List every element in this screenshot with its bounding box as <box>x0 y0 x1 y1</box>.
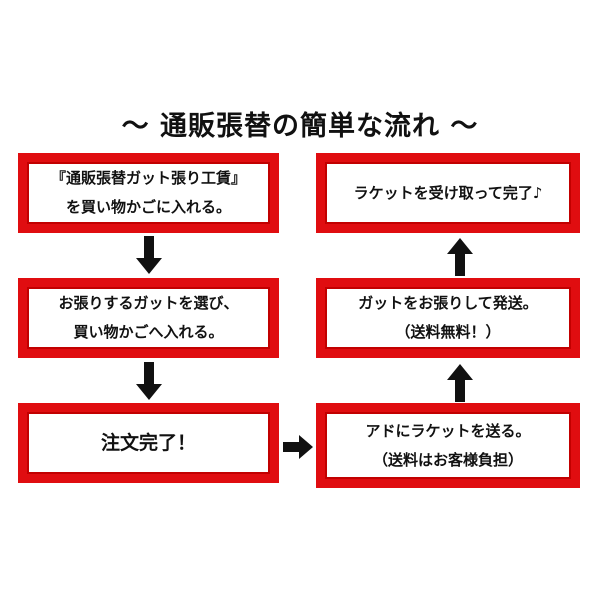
step-receive-racket: ラケットを受け取って完了♪ <box>316 153 580 233</box>
step-6-line-1: ラケットを受け取って完了♪ <box>353 183 543 202</box>
step-2-line-1: お張りするガットを選び、 <box>58 294 239 312</box>
step-1-line-1: 『通販張替ガット張り工賃』 <box>50 169 246 187</box>
arrow-right-icon <box>283 435 313 459</box>
step-string-and-ship: ガットをお張りして発送。 （送料無料！） <box>316 278 580 358</box>
arrow-down-icon <box>136 236 162 274</box>
step-3-line-1: 注文完了！ <box>100 431 196 454</box>
arrow-up-icon <box>447 238 473 276</box>
step-4-line-1: アドにラケットを送る。 <box>365 421 531 440</box>
arrow-down-icon <box>136 362 162 400</box>
step-send-racket: アドにラケットを送る。 （送料はお客様負担） <box>316 403 580 488</box>
step-order-complete: 注文完了！ <box>18 403 279 483</box>
step-1-line-2: を買い物かごに入れる。 <box>65 198 231 216</box>
step-add-service-to-cart: 『通販張替ガット張り工賃』 を買い物かごに入れる。 <box>18 153 279 233</box>
arrow-up-icon <box>447 364 473 402</box>
step-2-line-2: 買い物かごへ入れる。 <box>73 323 224 341</box>
step-5-line-1: ガットをお張りして発送。 <box>358 294 538 312</box>
step-5-line-2: （送料無料！） <box>395 323 501 341</box>
step-4-line-2: （送料はお客様負担） <box>372 450 523 469</box>
flow-title: 〜 通販張替の簡単な流れ 〜 <box>121 111 479 142</box>
step-choose-string: お張りするガットを選び、 買い物かごへ入れる。 <box>18 278 279 358</box>
